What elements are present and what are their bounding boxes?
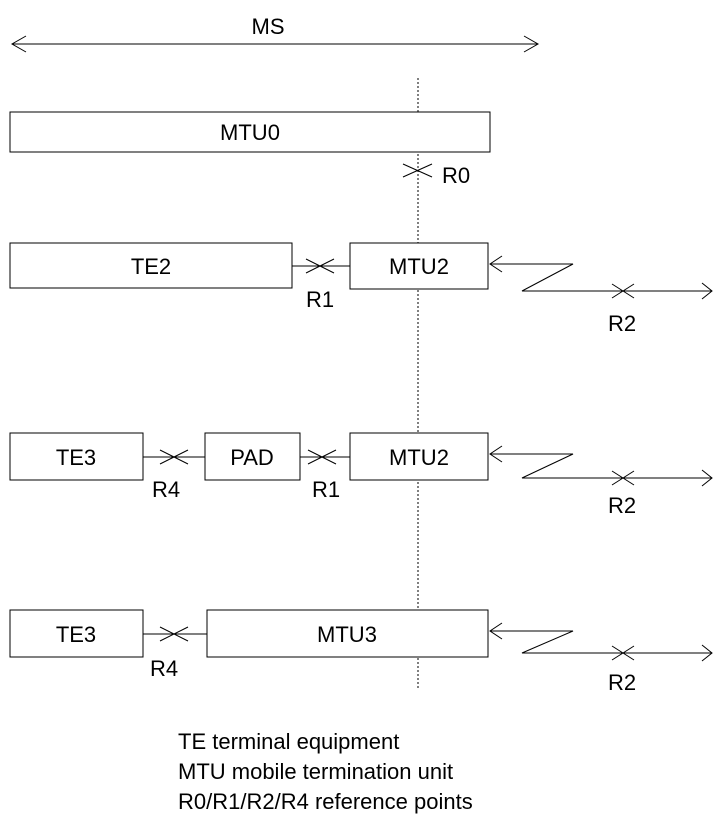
- mtu2-box-row1: [349, 242, 489, 290]
- r4-label-row2: R4: [152, 477, 180, 502]
- legend-item-mtu: MTU mobile termination unit: [178, 759, 454, 784]
- r1-connector-row2: [300, 449, 350, 465]
- mtu0-label: MTU0: [220, 120, 280, 145]
- radio-link-row1: [489, 255, 713, 300]
- legend: TE terminal equipment MTU mobile termina…: [178, 727, 473, 817]
- legend-item-te: TE terminal equipment: [178, 729, 400, 754]
- r1-label-row1: R1: [306, 287, 334, 312]
- te3-box-row3: [9, 609, 144, 658]
- r1-label-row2: R1: [312, 477, 340, 502]
- r0-label: R0: [442, 163, 470, 188]
- te3-label-row3: TE3: [56, 622, 96, 647]
- r2-label-row1: R2: [608, 311, 636, 336]
- ms-span-arrow: [10, 35, 540, 53]
- ms-label: MS: [252, 14, 285, 39]
- r4-connector-row3: [143, 626, 207, 642]
- r4-label-row3: R4: [150, 656, 178, 681]
- r2-label-row3: R2: [608, 670, 636, 695]
- mtu2-box-row2: [349, 432, 489, 481]
- r0-reference-point: [402, 163, 433, 178]
- te3-label-row2: TE3: [56, 445, 96, 470]
- r1-connector-row1: [292, 258, 350, 274]
- r4-connector-row2: [143, 449, 205, 465]
- mtu3-box: [206, 609, 489, 658]
- radio-link-row2: [489, 445, 713, 487]
- legend-item-reference-points: R0/R1/R2/R4 reference points: [178, 789, 473, 814]
- r2-label-row2: R2: [608, 493, 636, 518]
- pad-label: PAD: [230, 445, 274, 470]
- radio-link-row3: [489, 622, 713, 662]
- mtu3-label: MTU3: [317, 622, 377, 647]
- mtu2-label-row2: MTU2: [389, 445, 449, 470]
- te3-box-row2: [9, 432, 144, 481]
- te2-label: TE2: [131, 254, 171, 279]
- mtu0-box: [9, 111, 491, 153]
- mtu2-label-row1: MTU2: [389, 254, 449, 279]
